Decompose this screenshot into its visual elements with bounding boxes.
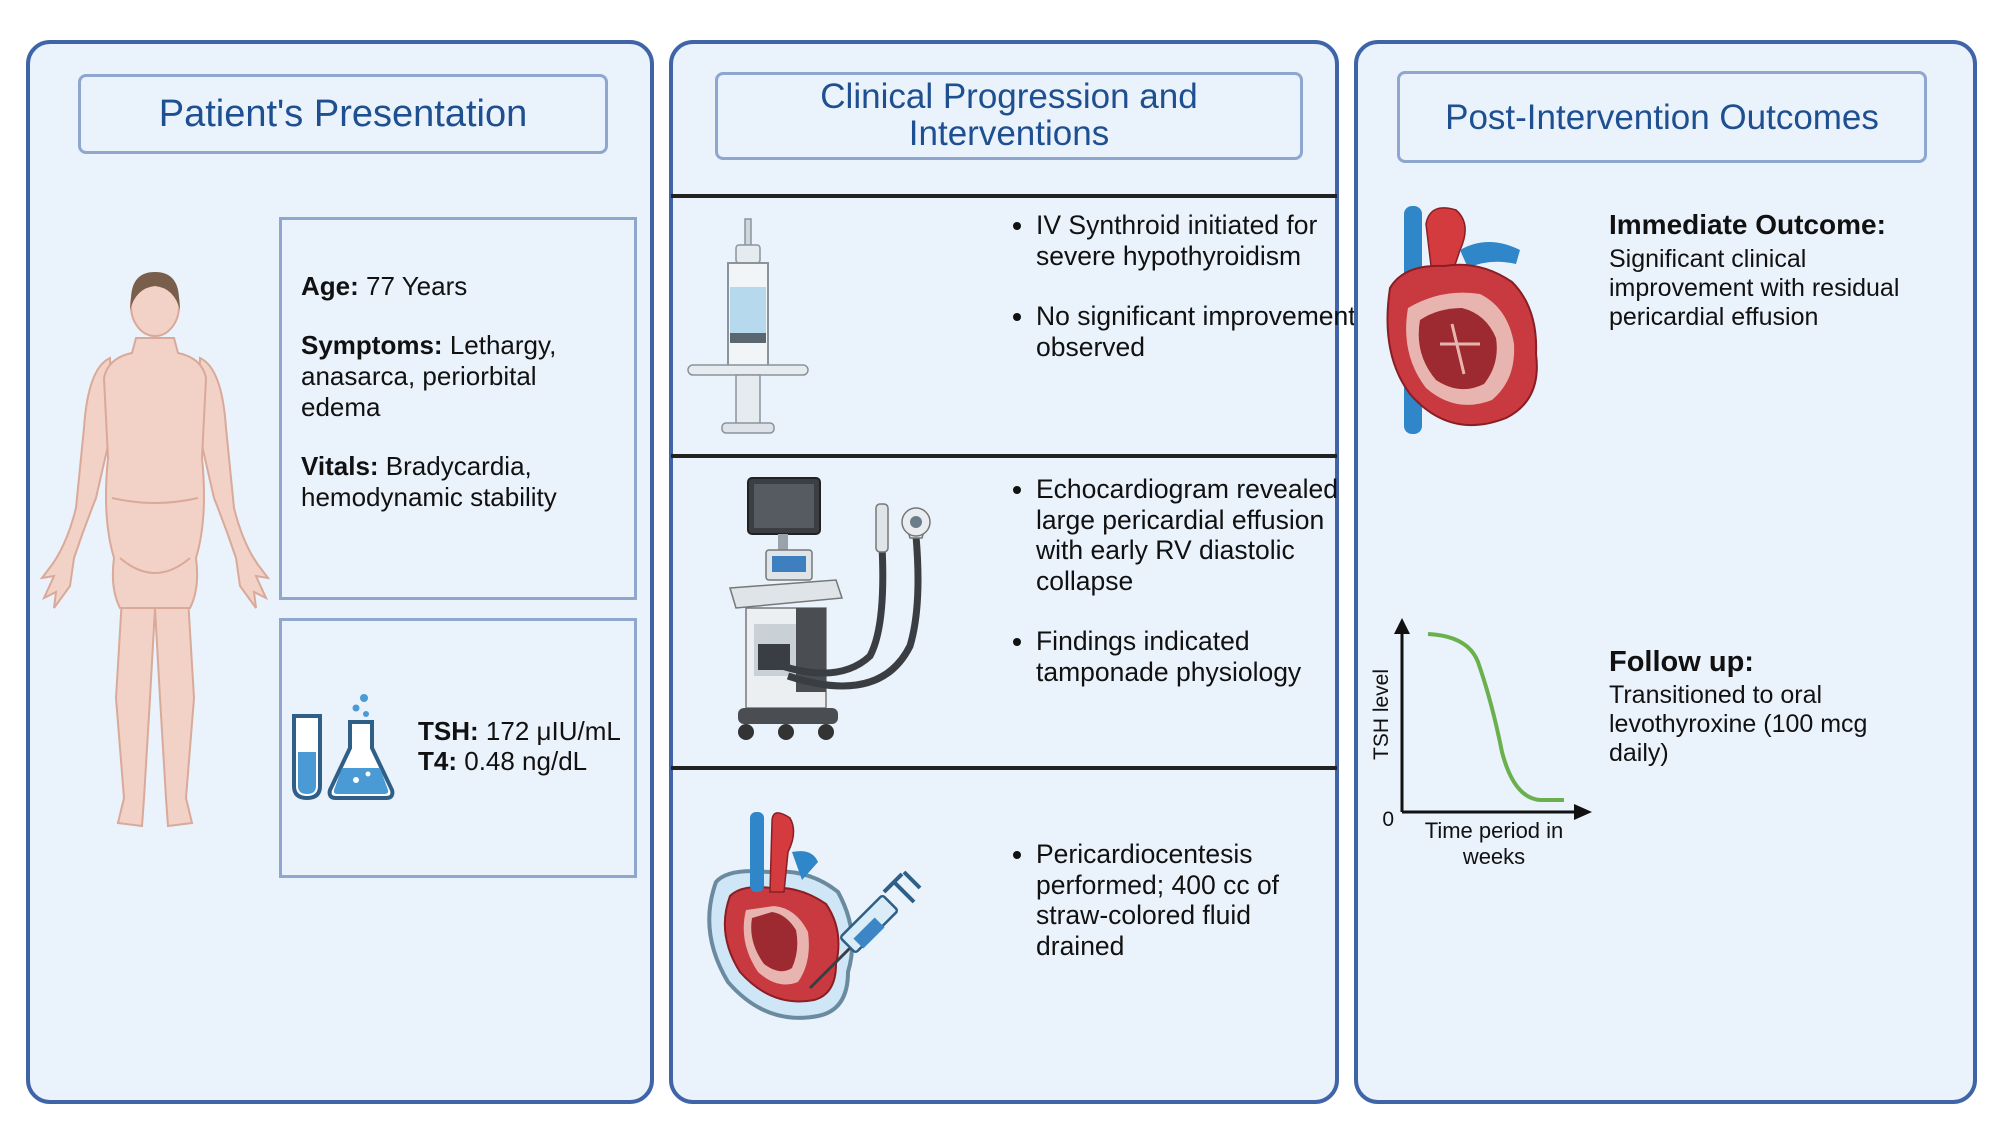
- immediate-outcome-text: Significant clinical improvement with re…: [1609, 245, 1900, 331]
- graph-origin-label: 0: [1382, 808, 1394, 831]
- graph-x-label: Time period in weeks: [1424, 818, 1564, 869]
- step-1-bullet-2: No significant improvement observed: [1036, 301, 1356, 362]
- step-1-bullet-1: IV Synthroid initiated for severe hypoth…: [1036, 210, 1356, 271]
- tsh-value: 172 μIU/mL: [485, 716, 621, 746]
- age-value: 77 Years: [366, 271, 468, 301]
- divider-2: [671, 454, 1337, 458]
- tsh-curve: [1427, 632, 1564, 802]
- demographics-box: [279, 217, 637, 600]
- divider-3: [671, 766, 1337, 770]
- step-3-bullets: Pericardiocentesis performed; 400 cc of …: [1000, 839, 1346, 991]
- tsh-graph: TSH level 0: [1370, 618, 1592, 831]
- pericardiocentesis-heart-icon: [707, 812, 922, 1020]
- syringe-icon: [687, 218, 809, 434]
- symptoms-value: Lethargy, anasarca, periorbital edema: [301, 330, 557, 422]
- symptoms-label: Symptoms:: [301, 330, 443, 360]
- progression-title: Clinical Progression and Interventions: [715, 72, 1303, 160]
- step-2-bullet-1: Echocardiogram revealed large pericardia…: [1036, 474, 1356, 596]
- vitals-label: Vitals:: [301, 451, 379, 481]
- outcomes-title: Post-Intervention Outcomes: [1397, 71, 1927, 163]
- t4-label: T4:: [418, 746, 457, 776]
- age-label: Age:: [301, 271, 359, 301]
- labs-box: [279, 618, 637, 878]
- presentation-title: Patient's Presentation: [78, 74, 608, 154]
- outcomes-panel: [1354, 40, 1977, 1104]
- immediate-outcome: Immediate Outcome: Significant clinical …: [1609, 210, 1939, 332]
- t4-value: 0.48 ng/dL: [464, 746, 588, 776]
- ultrasound-machine-icon: [729, 477, 931, 740]
- step-2-bullet-2: Findings indicated tamponade physiology: [1036, 626, 1356, 687]
- immediate-outcome-label: Immediate Outcome:: [1609, 209, 1886, 240]
- labs-text: TSH: 172 μIU/mL T4: 0.48 ng/dL: [418, 716, 628, 776]
- step-3-bullet-1: Pericardiocentesis performed; 400 cc of …: [1036, 839, 1346, 961]
- step-2-bullets: Echocardiogram revealed large pericardia…: [1000, 474, 1356, 717]
- follow-up-label: Follow up:: [1609, 646, 1754, 678]
- follow-up-text: Transitioned to oral levothyroxine (100 …: [1609, 681, 1868, 767]
- test-tube-icon: [292, 714, 322, 801]
- follow-up: Follow up: Transitioned to oral levothyr…: [1609, 648, 1929, 768]
- flask-icon: [327, 694, 395, 800]
- vitals-value: Bradycardia, hemodynamic stability: [301, 451, 557, 512]
- heart-anatomy-icon: [1386, 206, 1538, 434]
- divider-1: [671, 194, 1337, 198]
- human-body-icon: [39, 272, 271, 828]
- tsh-label: TSH:: [418, 716, 479, 746]
- demographics-text: Age: 77 Years Symptoms: Lethargy, anasar…: [301, 271, 621, 541]
- graph-y-label: TSH level: [1370, 669, 1393, 760]
- step-1-bullets: IV Synthroid initiated for severe hypoth…: [1000, 210, 1356, 392]
